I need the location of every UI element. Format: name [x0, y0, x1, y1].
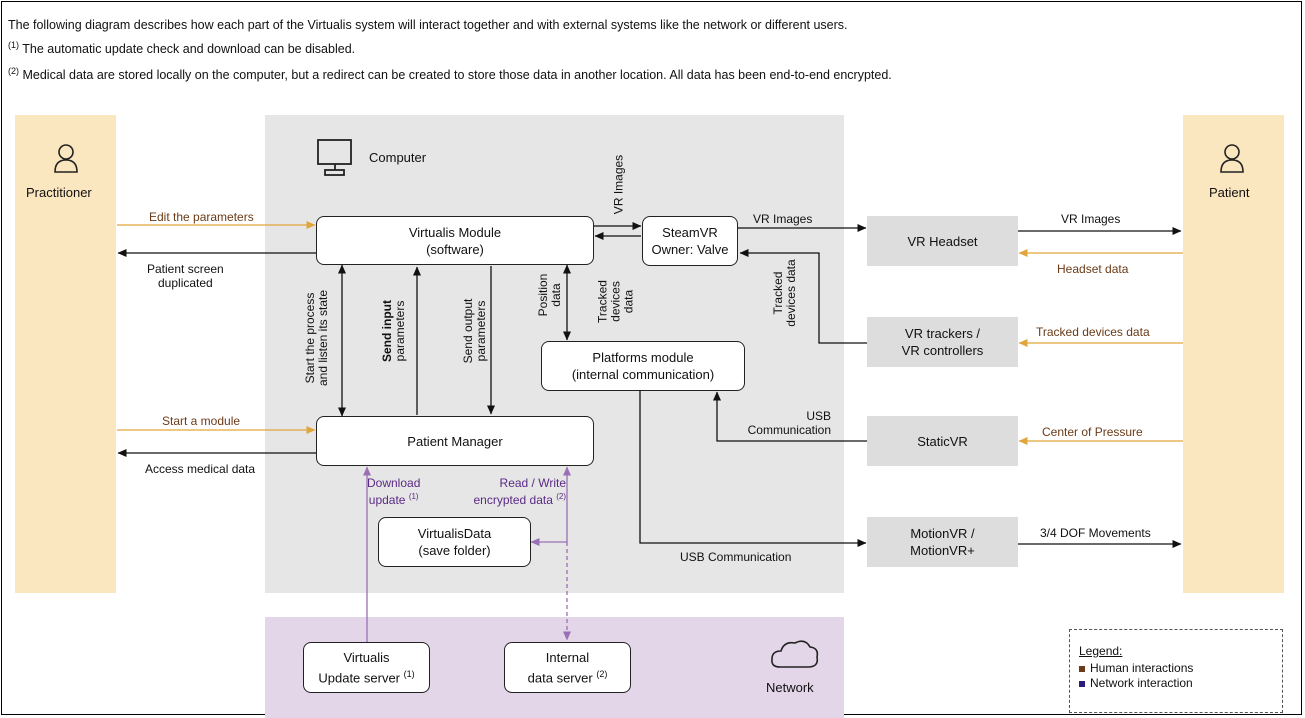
download-update-label: Download update (1): [367, 476, 420, 507]
usb-label-line1: USB: [806, 409, 831, 423]
legend-item-network: Network interaction: [1079, 676, 1193, 690]
start-process-line2: and listen its state: [316, 289, 330, 387]
read-write-line2: encrypted data: [473, 493, 553, 507]
footnote-2-text: Medical data are stored locally on the c…: [19, 68, 892, 83]
data-server-subtitle: data server: [527, 670, 593, 686]
practitioner-zone: [15, 115, 116, 593]
download-mark: (1): [408, 492, 419, 501]
patient-manager-title: Patient Manager: [407, 433, 503, 449]
dof-movements-label: 3/4 DOF Movements: [1040, 526, 1151, 540]
footnote-2-mark: (2): [8, 66, 19, 76]
steamvr-title: SteamVR: [662, 225, 718, 240]
usb-label-line2: Communication: [747, 423, 831, 437]
practitioner-label: Practitioner: [26, 185, 92, 200]
legend: Legend: Human interactions Network inter…: [1069, 629, 1283, 713]
usb-communication-label-2: USB Communication: [680, 550, 792, 564]
motionvr-plus-title: MotionVR+: [910, 543, 975, 558]
edit-parameters-label: Edit the parameters: [149, 210, 254, 224]
data-server-mark: (2): [596, 668, 608, 679]
staticvr-box: StaticVR: [867, 416, 1018, 466]
vr-headset-title: VR Headset: [907, 233, 978, 249]
vr-controllers-title: VR controllers: [901, 343, 984, 358]
read-write-label: Read / Write encrypted data (2): [458, 476, 566, 507]
virtualis-module-box: Virtualis Module(software): [316, 216, 594, 265]
download-line1: Download: [367, 476, 421, 490]
vr-images-label-1: VR Images: [753, 212, 813, 226]
legend-network-label: Network interaction: [1090, 676, 1193, 690]
read-write-line1: Read / Write: [499, 476, 566, 490]
start-module-label: Start a module: [162, 414, 241, 428]
tracked-rot2-line2: devices data: [784, 259, 798, 327]
virtualis-data-box: VirtualisData (save folder): [378, 517, 531, 567]
legend-item-human: Human interactions: [1079, 661, 1193, 675]
tracked-rot1-line3: data: [621, 289, 636, 314]
patient-screen-line1: Patient screen: [147, 262, 224, 276]
virtualis-module-subtitle: (software): [426, 241, 484, 257]
legend-human-label: Human interactions: [1090, 661, 1194, 675]
footnote-1: (1) The automatic update check and downl…: [8, 40, 355, 56]
footnote-1-mark: (1): [8, 40, 19, 50]
platforms-module-box: Platforms module (internal communication): [541, 341, 745, 391]
motionvr-title: MotionVR /: [910, 526, 975, 541]
patient-zone: [1183, 115, 1284, 593]
patient-screen-line2: duplicated: [158, 276, 213, 290]
vr-trackers-title: VR trackers /: [904, 326, 981, 341]
practitioner-person-icon: [54, 144, 78, 173]
virtualis-data-subtitle: (save folder): [418, 543, 491, 558]
computer-label: Computer: [369, 150, 427, 165]
staticvr-title: StaticVR: [917, 433, 968, 449]
patient-label: Patient: [1209, 185, 1250, 200]
legend-swatch-human: [1079, 665, 1085, 672]
vr-trackers-box: VR trackers / VR controllers: [867, 317, 1018, 367]
intro-line: The following diagram describes how each…: [8, 18, 848, 32]
center-of-pressure-label: Center of Pressure: [1042, 425, 1143, 439]
vr-images-label-2: VR Images: [1061, 212, 1121, 226]
patient-person-icon: [1220, 144, 1244, 173]
headset-data-label: Headset data: [1057, 262, 1129, 276]
vr-images-vertical-label: VR Images: [611, 154, 626, 215]
position-data-line2: data: [549, 283, 563, 307]
virtualis-data-title: VirtualisData: [417, 526, 492, 541]
network-label: Network: [766, 680, 814, 695]
legend-swatch-network: [1079, 680, 1085, 687]
patient-manager-box: Patient Manager: [316, 416, 594, 466]
access-medical-label: Access medical data: [145, 462, 256, 476]
data-server-title: Internal: [545, 649, 590, 665]
motionvr-box: MotionVR / MotionVR+: [867, 517, 1018, 567]
legend-title: Legend:: [1079, 644, 1123, 658]
read-write-mark: (2): [556, 492, 566, 501]
update-server-mark: (1): [403, 668, 415, 679]
steamvr-owner: Owner: Valve: [651, 242, 729, 257]
platforms-module-subtitle: (internal communication): [571, 367, 715, 382]
computer-icon: [317, 139, 352, 176]
virtualis-module-title: Virtualis Module: [408, 224, 502, 240]
send-input-rest: parameters: [393, 300, 407, 362]
footnote-1-text: The automatic update check and download …: [19, 42, 356, 57]
vr-headset-box: VR Headset: [867, 216, 1018, 266]
footnote-2: (2) Medical data are stored locally on t…: [8, 66, 892, 82]
tracked-devices-data-label: Tracked devices data: [1036, 325, 1150, 339]
steamvr-box: SteamVR Owner: Valve: [642, 216, 738, 266]
update-server-subtitle: Update server: [318, 670, 401, 686]
update-server-title: Virtualis: [343, 649, 390, 665]
internal-data-server-box: Internal data server (2): [504, 642, 631, 693]
download-line2: update: [368, 493, 406, 507]
cloud-icon: [771, 640, 819, 668]
platforms-module-title: Platforms module: [592, 350, 694, 365]
send-output-line2: parameters: [474, 300, 488, 362]
